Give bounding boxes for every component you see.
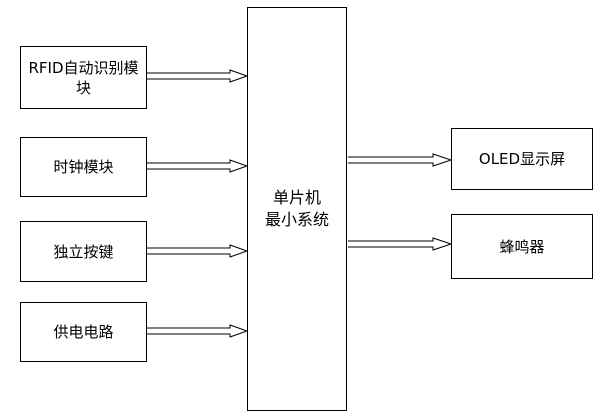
arrow-power-to-mcu (147, 324, 249, 338)
mcu-system-box: 单片机 最小系统 (247, 7, 347, 411)
buzzer-box: 蜂鸣器 (451, 214, 593, 279)
buzzer-label: 蜂鸣器 (499, 237, 545, 256)
clock-module-box: 时钟模块 (20, 137, 147, 197)
arrow-rfid-to-mcu (147, 69, 249, 83)
keys-box: 独立按键 (20, 221, 147, 282)
oled-display-label: OLED显示屏 (478, 150, 566, 168)
rfid-module-label: RFID自动识别模块 (28, 58, 139, 97)
power-circuit-label: 供电电路 (53, 323, 114, 341)
arrow-mcu-to-buzzer (348, 237, 453, 251)
arrow-clock-to-mcu (147, 159, 249, 173)
oled-display-box: OLED显示屏 (451, 128, 593, 190)
power-circuit-box: 供电电路 (20, 302, 147, 362)
arrow-keys-to-mcu (147, 244, 249, 258)
arrow-mcu-to-oled (348, 153, 453, 167)
mcu-label-line2: 最小系统 (264, 210, 329, 229)
rfid-module-box: RFID自动识别模块 (20, 46, 147, 109)
mcu-label-line1: 单片机 (272, 188, 321, 207)
keys-label: 独立按键 (53, 242, 114, 261)
clock-module-label: 时钟模块 (53, 158, 114, 176)
